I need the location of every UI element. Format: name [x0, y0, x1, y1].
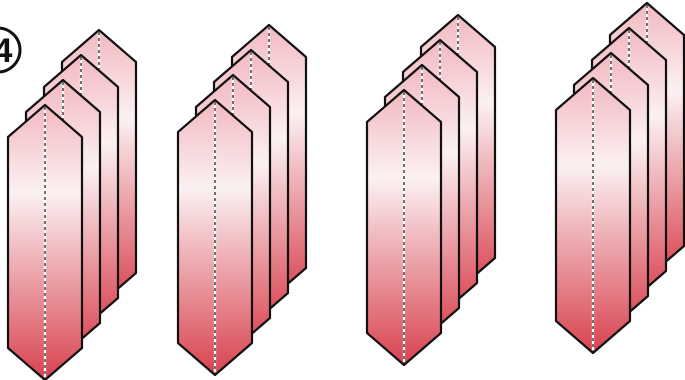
- step-number: 4: [0, 32, 13, 70]
- folded-panel: [178, 100, 252, 375]
- panel-stack: [556, 3, 684, 353]
- panel-stacks: [8, 3, 684, 380]
- panel-stack: [8, 30, 136, 380]
- panel-stack: [367, 15, 495, 365]
- step-badge: 4: [0, 28, 20, 72]
- panel-stack: [178, 25, 306, 375]
- folded-panel: [8, 105, 82, 380]
- folded-panel: [556, 78, 630, 353]
- folded-panel: [367, 90, 441, 365]
